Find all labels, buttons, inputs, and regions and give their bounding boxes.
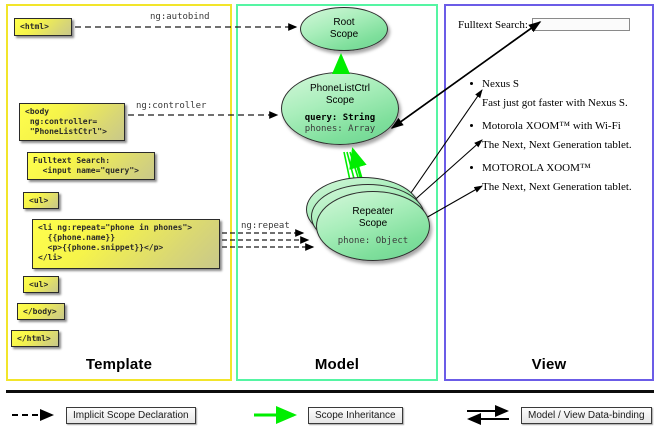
code-box-body-close: </body> [17, 303, 65, 320]
edge-label-ng-repeat: ng:repeat [241, 221, 290, 231]
dashed-arrow-icon [12, 409, 54, 421]
code-box-ul-open: <ul> [23, 192, 59, 209]
view-panel: Fulltext Search: Nexus S Fast just got f… [444, 4, 654, 381]
view-search-label: Fulltext Search: [458, 18, 528, 31]
legend-label-scope-inheritance: Scope Inheritance [308, 406, 403, 424]
list-item-name: Motorola XOOM™ with Wi-Fi [456, 120, 652, 132]
code-box-ul-close: <ul> [23, 276, 59, 293]
list-item: Motorola XOOM™ with Wi-Fi The Next, Next… [456, 120, 652, 151]
list-item-name: Nexus S [456, 78, 652, 90]
code-box-html-close: </html> [11, 330, 59, 347]
view-panel-label: View [531, 356, 567, 373]
edge-label-ng-controller: ng:controller [136, 101, 207, 111]
code-box-li-repeat: <li ng:repeat="phone in phones"> {{phone… [32, 219, 220, 269]
list-item: Nexus S Fast just got faster with Nexus … [456, 78, 652, 109]
list-item: MOTOROLA XOOM™ The Next, Next Generation… [456, 162, 652, 193]
scope-prop-query: query: String [304, 112, 376, 123]
list-item-snippet: The Next, Next Generation tablet. [482, 139, 632, 151]
list-item-snippet: Fast just got faster with Nexus S. [482, 97, 628, 109]
legend-label-model-view-data-binding: Model / View Data-binding [521, 406, 652, 424]
view-search-row: Fulltext Search: [458, 18, 630, 31]
model-panel-label: Model [314, 356, 360, 373]
scope-prop-phones: phones: Array [304, 123, 376, 134]
legend-separator [6, 390, 654, 393]
list-item-name: MOTOROLA XOOM™ [456, 162, 652, 174]
list-item-snippet: The Next, Next Generation tablet. [482, 181, 632, 193]
legend: Implicit Scope Declaration Scope Inherit… [0, 400, 660, 432]
double-arrow-icon [467, 405, 509, 425]
bullet-icon [470, 82, 473, 85]
legend-item-implicit-scope-declaration: Implicit Scope Declaration [10, 404, 196, 426]
code-box-body-open: <body ng:controller= "PhoneListCtrl"> [19, 103, 125, 141]
legend-item-model-view-data-binding: Model / View Data-binding [465, 404, 652, 426]
template-panel-label: Template [85, 356, 153, 373]
scope-prop-phone: phone: Object [337, 235, 409, 246]
view-phone-list: Nexus S Fast just got faster with Nexus … [456, 78, 652, 204]
legend-item-scope-inheritance: Scope Inheritance [252, 404, 403, 426]
green-arrow-icon [254, 406, 297, 424]
view-search-input[interactable] [531, 18, 630, 31]
bullet-icon [470, 166, 473, 169]
code-box-html-open: <html> [14, 18, 72, 36]
edge-label-ng-autobind: ng:autobind [150, 12, 210, 22]
code-box-search-input-markup: Fulltext Search: <input name="query"> [27, 152, 155, 180]
view-panel-content: Fulltext Search: Nexus S Fast just got f… [446, 6, 656, 383]
bullet-icon [470, 124, 473, 127]
legend-label-implicit-scope-declaration: Implicit Scope Declaration [66, 406, 196, 424]
